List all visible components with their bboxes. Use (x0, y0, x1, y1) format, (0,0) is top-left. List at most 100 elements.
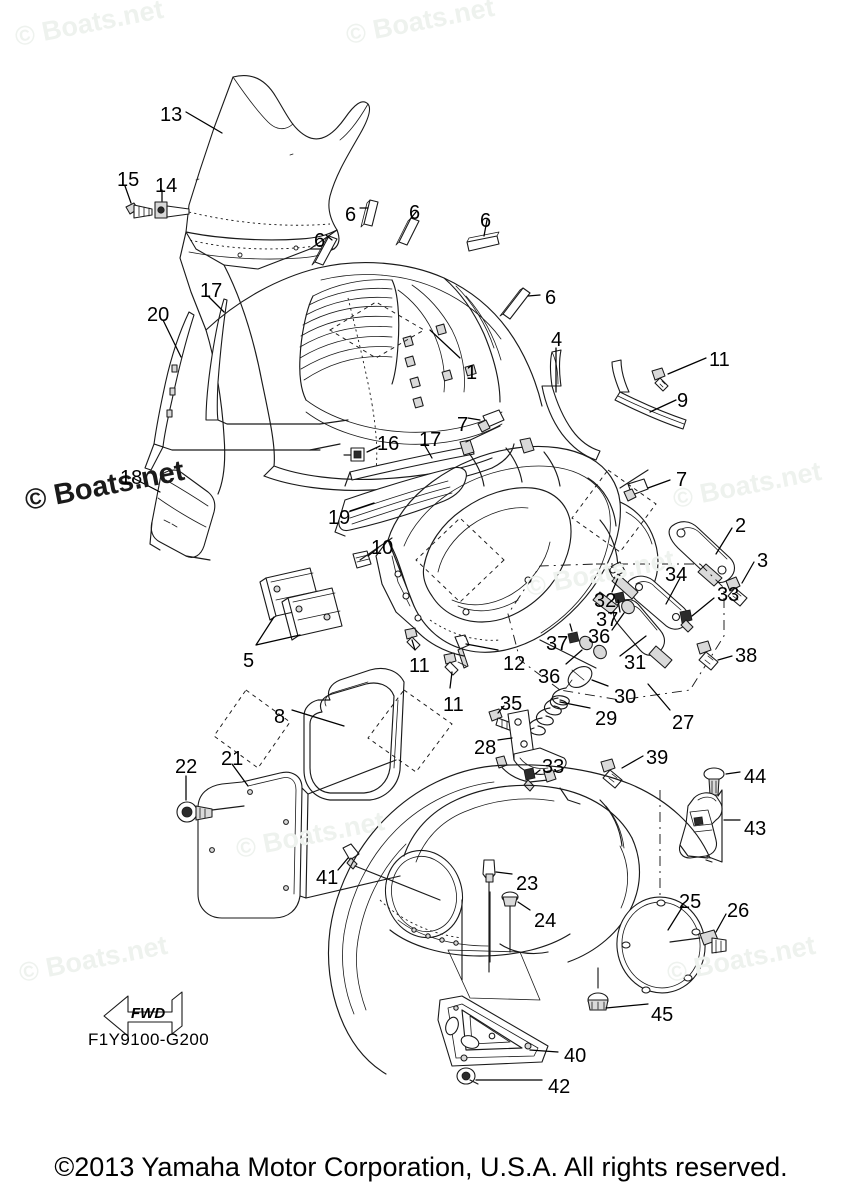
callout-37a: 37 (596, 609, 619, 631)
callout-27: 27 (672, 712, 695, 734)
part-30-spring-seat (567, 665, 593, 689)
part-38-bolt (696, 640, 719, 671)
callout-13: 13 (160, 104, 183, 126)
callout-18: 18 (120, 467, 143, 489)
part-44-bolt (703, 767, 725, 796)
part-8-hatch-seal (303, 667, 405, 801)
part-15-screw (125, 202, 153, 219)
callout-34: 34 (665, 564, 688, 586)
leader-41 (337, 857, 349, 871)
leader-13 (185, 111, 223, 134)
leader-20 (162, 319, 182, 358)
callout-32: 32 (594, 590, 617, 612)
callout-15: 15 (117, 169, 140, 191)
leader-35 (497, 705, 505, 714)
callout-7b: 7 (676, 469, 688, 491)
leader-6b (410, 211, 417, 219)
leader-17b (423, 443, 433, 459)
callout-36a: 36 (588, 626, 611, 648)
part-6-damper-c (466, 231, 500, 252)
part-45-grommet (587, 967, 609, 1011)
leader-39 (621, 755, 644, 769)
leader-11b (411, 639, 416, 651)
callout-6c: 6 (480, 210, 492, 232)
leader-40 (529, 1049, 559, 1053)
part-33-bolt-b (523, 767, 536, 792)
callout-43: 43 (744, 818, 767, 840)
part-6-damper-b (395, 217, 420, 246)
callout-20: 20 (147, 304, 170, 326)
callout-33a: 33 (717, 584, 740, 606)
part-6-damper-a (360, 199, 379, 228)
callout-10: 10 (371, 537, 394, 559)
callout-31: 31 (624, 652, 647, 674)
part-17-right-trim (344, 445, 475, 487)
callout-25: 25 (679, 891, 702, 913)
diagram-code: F1Y9100-G200 (88, 1030, 210, 1049)
part-17-left-trim (205, 298, 321, 425)
leader-16 (366, 445, 381, 453)
part-11-screw-c (443, 652, 459, 676)
callout-24: 24 (534, 910, 557, 932)
part-7-clip-a (477, 409, 505, 433)
leader-3 (741, 561, 755, 584)
leader-6e (527, 294, 541, 297)
part-9-seal (611, 359, 687, 430)
leader-34 (665, 577, 681, 605)
callout-35: 35 (500, 693, 523, 715)
callout-14: 14 (155, 175, 178, 197)
part-1-hood-assembly (205, 262, 543, 491)
leader-7b (647, 479, 671, 489)
callout-3: 3 (757, 550, 769, 572)
part-33-bolt-a (679, 609, 694, 633)
callout-6a: 6 (345, 204, 357, 226)
callout-41: 41 (316, 867, 339, 889)
part-24-cap (501, 891, 519, 953)
callout-9: 9 (677, 390, 689, 412)
callout-11c: 11 (443, 694, 464, 716)
callout-8: 8 (274, 706, 286, 728)
part-43-latch (678, 789, 723, 863)
leader-19 (349, 502, 375, 512)
callout-12: 12 (503, 653, 526, 675)
leader-33b (534, 769, 541, 775)
part-6-damper-d (311, 235, 338, 266)
callout-16: 16 (377, 433, 400, 455)
leader-18 (132, 477, 161, 493)
part-21-hatch-lid (197, 771, 309, 919)
leader-24 (517, 901, 531, 911)
leader-6c (483, 219, 488, 237)
leader-17a (208, 296, 225, 313)
part-25-cover (616, 896, 706, 994)
callout-6b: 6 (409, 202, 421, 224)
part-36-washer-a (621, 599, 635, 615)
fwd-arrow-icon (103, 991, 183, 1037)
part-40-bracket-plate (437, 995, 549, 1067)
callout-21: 21 (221, 748, 244, 770)
callout-2: 2 (735, 515, 747, 537)
leader-31 (619, 635, 647, 657)
part-11-screw-a (651, 367, 669, 392)
part-6-damper-e (499, 287, 531, 320)
callout-36b: 36 (538, 666, 561, 688)
callout-26: 26 (727, 900, 750, 922)
callout-40: 40 (564, 1045, 587, 1067)
leader-23 (495, 871, 513, 875)
leader-44 (725, 771, 741, 775)
part-39-bolt (600, 758, 623, 789)
assembly-leaders (213, 419, 713, 899)
part-23-pin (482, 859, 496, 973)
leader-37a (617, 599, 621, 613)
leader-12 (465, 643, 499, 651)
part-28-hinge (495, 709, 567, 783)
part-32-rod-end (607, 561, 639, 600)
leader-5 (255, 616, 301, 646)
callout-19: 19 (328, 507, 351, 529)
leader-38 (717, 655, 733, 661)
part-5-brackets (259, 567, 343, 641)
callout-6d: 6 (314, 230, 326, 252)
callout-22: 22 (175, 756, 198, 778)
leader-29 (559, 701, 591, 709)
leader-1 (429, 329, 461, 359)
